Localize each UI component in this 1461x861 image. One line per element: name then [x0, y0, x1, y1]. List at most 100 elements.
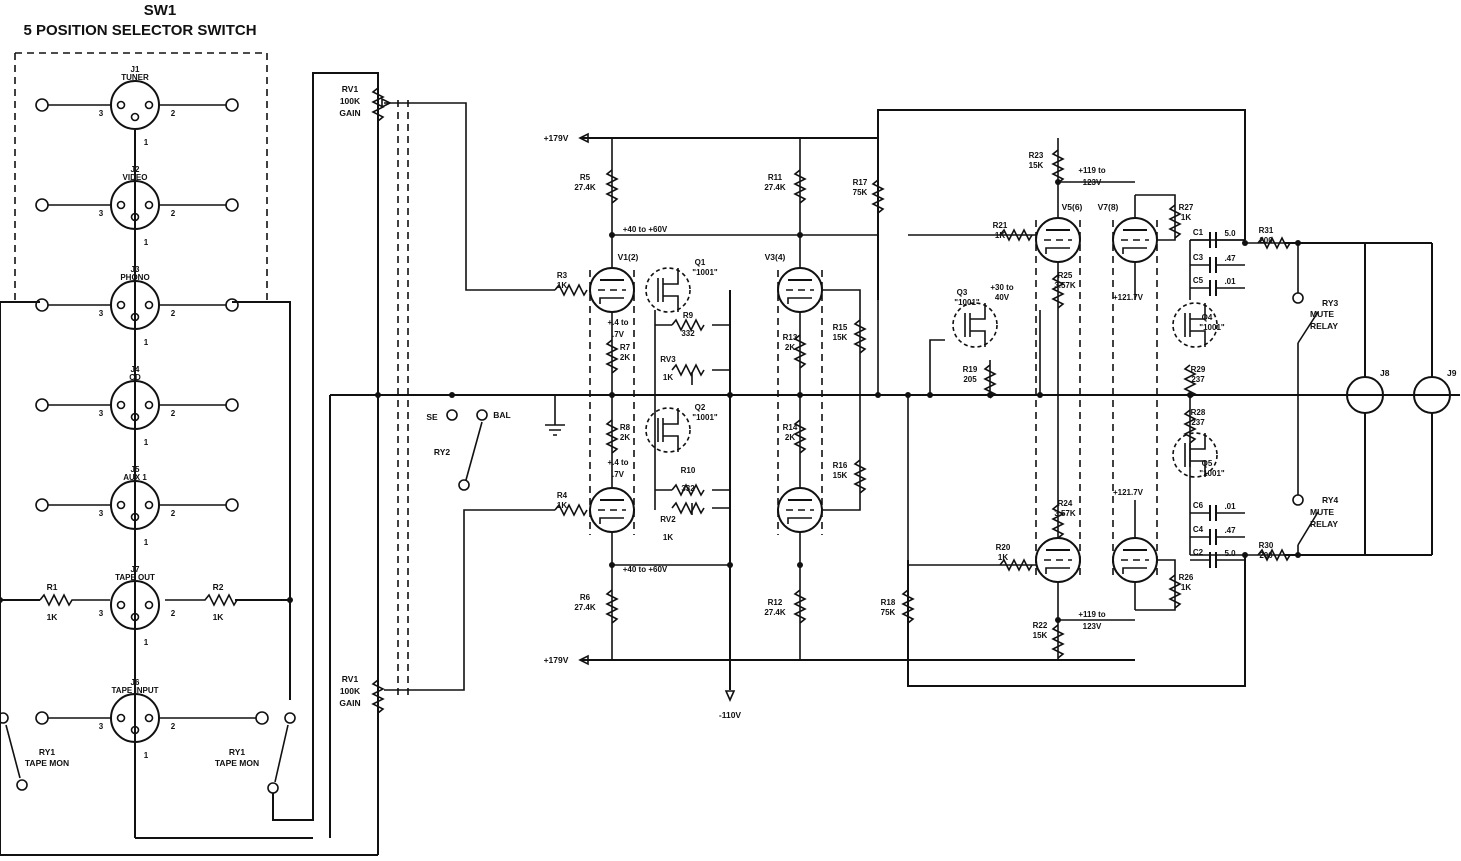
- r19-ref: R19: [963, 365, 978, 374]
- jack-j4-label: CD: [129, 373, 141, 382]
- voltage-label: +40 to +60V: [623, 225, 668, 234]
- pin-label: 3: [99, 722, 104, 731]
- ry2-se: SE: [426, 412, 438, 422]
- q1-ref: Q1: [695, 258, 706, 267]
- r22-value: 15K: [1033, 631, 1048, 640]
- pin-label: 2: [171, 209, 176, 218]
- rv2-ref: RV2: [660, 515, 676, 524]
- junction-dot: [797, 392, 803, 398]
- r15-value: 15K: [833, 333, 848, 342]
- ry4-relay: RELAY: [1310, 519, 1338, 529]
- right-bus: [232, 301, 291, 700]
- ry4-contact: [1292, 494, 1304, 506]
- output-wires: [1364, 243, 1433, 555]
- jack-j3-ref: J3: [131, 265, 140, 274]
- jack-j5-ref: J5: [131, 465, 140, 474]
- r3-value: 1K: [557, 281, 567, 290]
- r22-ref: R22: [1033, 621, 1048, 630]
- r6-resistor: [605, 589, 619, 624]
- r29-ref: R29: [1191, 365, 1206, 374]
- rv1-bot-pot: [371, 679, 385, 714]
- r14-ref: R14: [783, 423, 798, 432]
- r1-ref: R1: [47, 582, 58, 592]
- q2-symbol: [657, 408, 679, 452]
- q3-fet: [952, 302, 998, 348]
- q4-fet: [1172, 302, 1218, 348]
- r29-resistor: [1183, 364, 1197, 399]
- r4-resistor: [554, 503, 588, 517]
- cap-c3-ref: C3: [1193, 253, 1204, 262]
- ry1-right-ref: RY1: [229, 747, 245, 757]
- r23-resistor: [1051, 149, 1065, 184]
- rail-arrow: [578, 654, 589, 666]
- r28-ref: R28: [1191, 408, 1206, 417]
- jack-j3-label: PHONO: [120, 273, 149, 282]
- r26-resistor: [1168, 574, 1182, 609]
- voltage-label: +30 to: [990, 283, 1013, 292]
- jack-j7-body: [110, 580, 160, 630]
- switch-contact: [225, 198, 239, 212]
- ry1-contact: [16, 779, 28, 791]
- r1-resistor: [39, 593, 110, 607]
- pin-label: 2: [171, 509, 176, 518]
- pin-label: 2: [171, 409, 176, 418]
- j9-ref: J9: [1447, 368, 1457, 378]
- r11-resistor: [793, 169, 807, 204]
- tube-cathode: [787, 517, 812, 524]
- r26-value: 1K: [1181, 583, 1191, 592]
- switch-contact: [35, 498, 49, 512]
- r16-resistor: [853, 459, 867, 494]
- r31-resistor: [1257, 236, 1291, 250]
- rail-arrow: [724, 690, 736, 702]
- pin-label: 2: [171, 609, 176, 618]
- r11-ref: R11: [768, 173, 783, 182]
- r2-value: 1K: [213, 612, 225, 622]
- r15-ref: R15: [833, 323, 848, 332]
- junction-dot: [0, 597, 3, 603]
- pin-label: 1: [144, 638, 149, 647]
- r28-resistor: [1183, 409, 1197, 444]
- junction-dot: [905, 392, 911, 398]
- r3-resistor: [554, 283, 588, 297]
- r10-ref: R10: [681, 466, 696, 475]
- rv3-pot: [671, 363, 705, 377]
- r31-value: 200: [1259, 236, 1273, 245]
- switch-contact: [225, 98, 239, 112]
- jack-j1-label: TUNER: [121, 73, 149, 82]
- r24-resistor: [1051, 504, 1065, 539]
- switch-contact: [35, 198, 49, 212]
- ry1-contact: [0, 712, 9, 724]
- jack-pin: [116, 600, 126, 610]
- q4-part: "1001": [1199, 323, 1225, 332]
- ry2-ref: RY2: [434, 447, 450, 457]
- jack-j5-label: AUX 1: [123, 473, 147, 482]
- jack-j4-ref: J4: [131, 365, 140, 374]
- wiper-arrow: [381, 97, 392, 109]
- v1-top-label: V1(2): [618, 252, 639, 262]
- voltage-label: .7V: [612, 330, 625, 339]
- q2-ref: Q2: [695, 403, 706, 412]
- r4-value: 1K: [557, 501, 567, 510]
- jack-pin: [144, 600, 154, 610]
- jack-pin: [144, 200, 154, 210]
- pos-rail-bottom-label: +179V: [544, 655, 569, 665]
- ry1-left-ref: RY1: [39, 747, 55, 757]
- pin-label: 1: [144, 138, 149, 147]
- r30-ref: R30: [1259, 541, 1274, 550]
- left-bus: [0, 301, 378, 856]
- r5-ref: R5: [580, 173, 591, 182]
- r16-ref: R16: [833, 461, 848, 470]
- tube-cathode: [1122, 247, 1147, 254]
- ry1-contact: [284, 712, 296, 724]
- gang-link-dashed: [397, 100, 409, 695]
- pin-label: 2: [171, 309, 176, 318]
- q5-symbol: [1184, 433, 1206, 477]
- junction-dot: [727, 392, 733, 398]
- jack-pin: [144, 500, 154, 510]
- voltage-label: +119 to: [1078, 166, 1105, 175]
- junction-dot: [609, 562, 615, 568]
- junction-dot: [1242, 240, 1248, 246]
- r18-resistor: [901, 589, 915, 624]
- ry2-bal: BAL: [493, 410, 510, 420]
- ry4-ref: RY4: [1322, 495, 1338, 505]
